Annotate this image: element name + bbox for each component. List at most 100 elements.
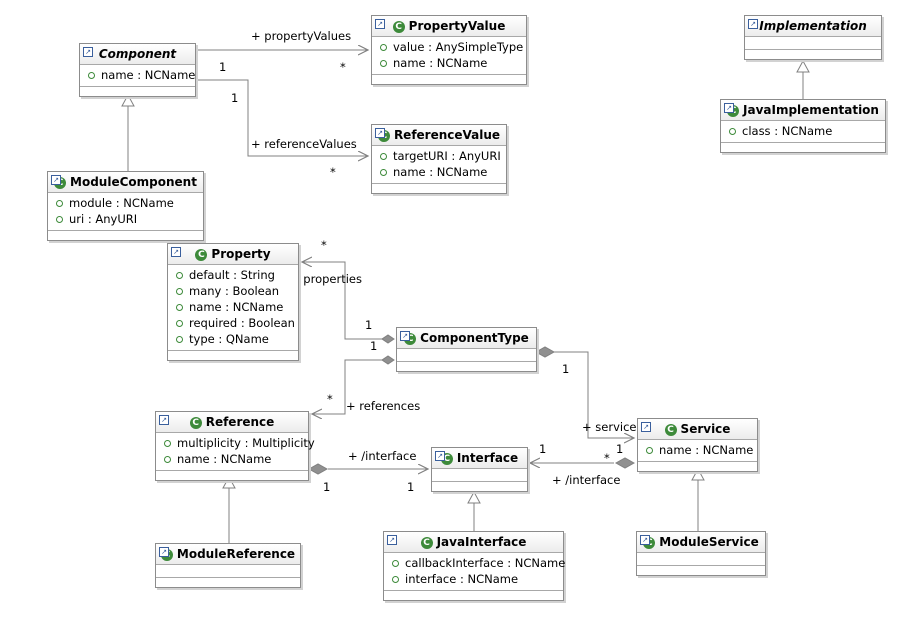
attribute[interactable]: multiplicity : Multiplicity [156,435,315,451]
operation-compartment [397,362,536,371]
attribute-text: default : String [189,268,275,282]
pin-icon: ↗ [171,247,181,257]
attribute[interactable]: default : String [168,267,298,283]
attribute[interactable]: name : NCName [168,299,298,315]
attribute[interactable]: many : Boolean [168,283,298,299]
operation-compartment [48,231,203,240]
attribute[interactable]: interface : NCName [384,571,563,587]
attribute-compartment: callbackInterface : NCName interface : N… [384,553,566,591]
operation-compartment [745,50,881,59]
assoc-references-line[interactable] [312,359,382,414]
attribute-compartment: multiplicity : Multiplicity name : NCNam… [156,433,315,471]
operation-compartment [721,143,885,152]
attribute-visibility-icon [88,72,95,79]
attribute-text: callbackInterface : NCName [405,556,566,570]
pin-icon: ↗ [400,331,410,341]
class-name: ReferenceValue [393,128,501,142]
assoc-ref-interface-role: + /interface [348,449,417,463]
attribute[interactable]: name : NCName [372,55,526,71]
attribute-text: class : NCName [742,124,833,138]
attribute[interactable]: required : Boolean [168,315,298,331]
operation-compartment [80,87,195,96]
class-name: ModuleComponent [70,175,197,189]
assoc-services-line[interactable] [552,351,634,438]
attribute-visibility-icon [380,169,387,176]
attribute-text: name : NCName [101,68,196,82]
attribute[interactable]: value : AnySimpleType [372,39,526,55]
assoc-svc-interface-src-mult: 1 [616,442,624,456]
composition-diamond-properties [381,334,395,344]
attribute[interactable]: name : NCName [638,442,757,458]
attribute-text: module : NCName [69,196,174,210]
class-name: Interface [456,451,519,465]
pin-icon: ↗ [641,422,651,432]
pin-icon: ↗ [83,47,93,57]
class-referencevalue[interactable]: ↗ CReferenceValue targetURI : AnyURI nam… [371,124,507,194]
attribute[interactable]: module : NCName [48,195,203,211]
class-modulereference[interactable]: ↗ CModuleReference [155,543,301,588]
class-implementation[interactable]: ↗ Implementation [744,15,882,60]
attribute-text: name : NCName [189,300,284,314]
class-modulecomponent[interactable]: ↗ CModuleComponent module : NCName uri :… [47,171,204,241]
attribute[interactable]: name : NCName [372,164,506,180]
attribute[interactable]: callbackInterface : NCName [384,555,566,571]
attribute-text: value : AnySimpleType [393,40,524,54]
pin-icon: ↗ [375,19,385,29]
pin-icon: ↗ [435,451,445,461]
assoc-referencevalues-line[interactable] [196,79,368,156]
operation-compartment [372,184,506,193]
class-name: JavaImplementation [743,103,879,117]
attribute-compartment: value : AnySimpleType name : NCName [372,37,526,75]
attribute[interactable]: name : NCName [156,451,308,467]
assoc-properties-line[interactable] [302,262,382,340]
attribute-text: multiplicity : Multiplicity [177,436,315,450]
class-header: ↗ Component [80,44,195,65]
attribute-text: name : NCName [393,56,488,70]
attribute-compartment [745,37,881,50]
generalization-triangle-component [121,93,135,107]
assoc-properties-src-mult: 1 [365,318,373,332]
attribute-text: name : NCName [393,165,488,179]
assoc-referencevalues-dst-mult: * [330,165,336,179]
operation-compartment [384,591,563,600]
attribute[interactable]: type : QName [168,331,298,347]
pin-icon: ↗ [375,128,385,138]
attribute-compartment [637,553,765,566]
attribute-visibility-icon [164,456,171,463]
class-icon: C [189,416,202,429]
attribute-text: targetURI : AnyURI [393,149,501,163]
class-component[interactable]: ↗ Component name : NCName [79,43,196,97]
operation-compartment [168,351,298,360]
assoc-references-dst-mult: * [327,392,333,406]
composition-diamond-svc-interface [614,457,636,469]
attribute[interactable]: name : NCName [80,67,195,83]
composition-diamond-references [381,355,395,365]
attribute-compartment: class : NCName [721,121,885,143]
assoc-services-dst-mult: * [604,451,610,465]
class-moduleservice[interactable]: ↗ CModuleService [636,531,766,576]
attribute[interactable]: uri : AnyURI [48,211,203,227]
assoc-services-role: + services [582,420,643,434]
attribute[interactable]: targetURI : AnyURI [372,148,506,164]
attribute[interactable]: class : NCName [721,123,885,139]
class-header: ↗ CModuleComponent [48,172,203,193]
pin-icon: ↗ [51,175,61,185]
assoc-propertyvalues-src-mult: 1 [219,60,227,74]
attribute-visibility-icon [176,336,183,343]
class-header: ↗ CReferenceValue [372,125,506,146]
class-javaimplementation[interactable]: ↗ CJavaImplementation class : NCName [720,99,886,153]
class-name: JavaInterface [436,535,527,549]
attribute-compartment [397,349,536,362]
